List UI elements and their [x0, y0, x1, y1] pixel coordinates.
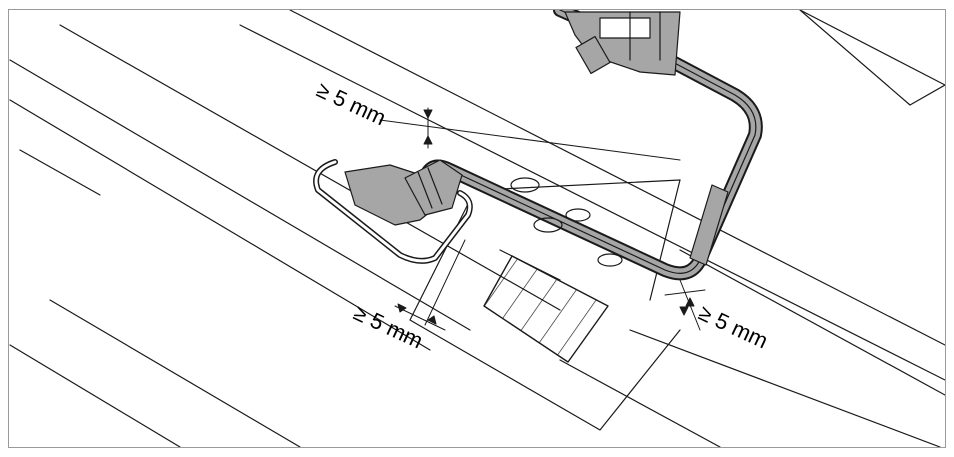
dimension-lines: [379, 107, 706, 331]
frame-border: [8, 9, 946, 448]
roof-tile-lines: [9, 10, 945, 447]
fastening-screws: [510, 177, 623, 267]
mounting-clamp: [564, 11, 681, 76]
hook-side-clip: [689, 184, 729, 266]
batten-cross-section: [483, 255, 609, 363]
rail-clamp: [344, 159, 463, 226]
